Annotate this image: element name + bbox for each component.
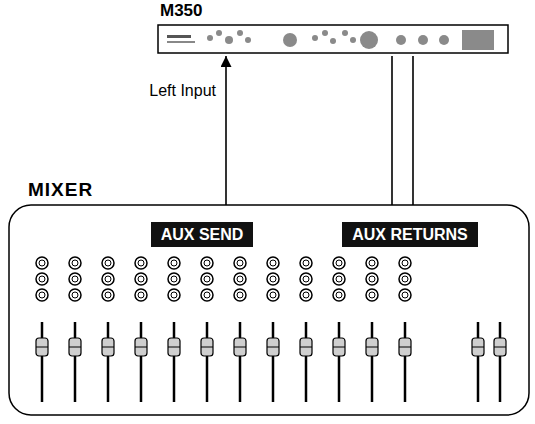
channel-fader (102, 322, 114, 402)
channel-knob (168, 289, 180, 301)
channel-knob (399, 257, 411, 269)
channel-knob (333, 257, 345, 269)
unit-heading: M350 (160, 1, 203, 21)
mixer-outline (9, 205, 529, 415)
panel-knob (330, 38, 336, 44)
channel-knob (168, 273, 180, 285)
channel-knob (267, 257, 279, 269)
channel-fader (366, 322, 378, 402)
channel-knob (201, 289, 213, 301)
effects-unit: M350 (155, 0, 510, 56)
panel-knob (225, 36, 233, 44)
input-label: Left Input (147, 82, 218, 100)
section-label: AUX SEND (161, 225, 244, 244)
channel-fader (267, 322, 279, 402)
panel-knob (283, 33, 297, 47)
panel-knob (207, 35, 213, 41)
mixer-drawing (8, 176, 531, 418)
channel-knob (234, 257, 246, 269)
rack-unit-drawing (155, 0, 510, 56)
rack-panel (158, 25, 508, 53)
panel-knob (418, 35, 428, 45)
panel-knob (342, 30, 348, 36)
channel-knob (69, 289, 81, 301)
logo-mark (167, 35, 195, 43)
channel-knob (135, 273, 147, 285)
panel-knob (350, 37, 356, 43)
channel-knob (36, 273, 48, 285)
channel-knob (300, 257, 312, 269)
channel-knob (168, 257, 180, 269)
panel-knob (245, 37, 251, 43)
channel-knob (234, 289, 246, 301)
aux-returns-tag: AUX RETURNS (342, 222, 478, 247)
signal-arrow (225, 56, 227, 222)
channel-fader (494, 322, 506, 402)
channel-knob (300, 273, 312, 285)
channel-knob (366, 273, 378, 285)
channel-fader (472, 322, 484, 402)
section-label: AUX RETURNS (352, 225, 468, 244)
channel-knob (267, 289, 279, 301)
channel-knob (102, 257, 114, 269)
signal-arrow (412, 56, 414, 222)
channel-knob (399, 273, 411, 285)
channel-fader (399, 322, 411, 402)
mixer-console: AUX SEND AUX RETURNS MIXER (8, 176, 531, 418)
channel-knob (300, 289, 312, 301)
panel-knob (360, 31, 378, 49)
channel-knob (102, 289, 114, 301)
channel-knob (267, 273, 279, 285)
channel-fader (201, 322, 213, 402)
channel-fader (333, 322, 345, 402)
channel-knob (399, 289, 411, 301)
channel-fader (300, 322, 312, 402)
panel-knob (322, 30, 328, 36)
panel-knob (396, 35, 406, 45)
display-window (462, 30, 494, 50)
panel-knob (216, 30, 222, 36)
panel-knob (237, 30, 243, 36)
channel-knob (102, 273, 114, 285)
channel-fader (69, 322, 81, 402)
channel-knob (135, 289, 147, 301)
channel-knob (234, 273, 246, 285)
channel-fader (135, 322, 147, 402)
channel-knob (69, 257, 81, 269)
channel-knob (36, 289, 48, 301)
channel-knob (201, 273, 213, 285)
aux-send-tag: AUX SEND (151, 222, 254, 247)
channel-fader (234, 322, 246, 402)
channel-knob (366, 257, 378, 269)
channel-knob (366, 289, 378, 301)
panel-knob (312, 35, 318, 41)
mixer-heading: MIXER (28, 179, 93, 201)
channel-knob (36, 257, 48, 269)
signal-arrow (391, 56, 393, 222)
channel-knob (69, 273, 81, 285)
channel-knob (333, 289, 345, 301)
channel-knob (333, 273, 345, 285)
channel-knob (201, 257, 213, 269)
channel-knob (135, 257, 147, 269)
channel-fader (168, 322, 180, 402)
channel-fader (36, 322, 48, 402)
panel-knob (439, 35, 449, 45)
